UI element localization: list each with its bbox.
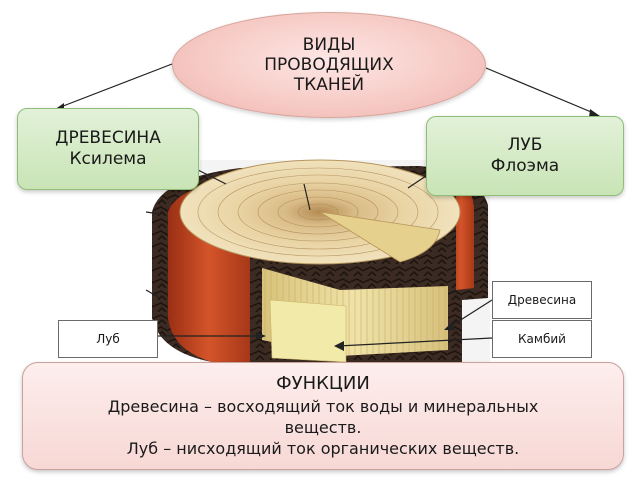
phloem-title: ЛУБ xyxy=(507,135,543,155)
functions-line-1: Древесина – восходящий ток воды и минера… xyxy=(107,397,539,416)
phloem-layer-right xyxy=(448,176,474,290)
kambiy-label: Камбий xyxy=(492,320,592,358)
phloem-box: ЛУБ Флоэма xyxy=(426,116,624,196)
title-line-3: ТКАНЕЙ xyxy=(293,75,365,95)
xylem-subtitle: Ксилема xyxy=(69,149,147,169)
title-ellipse: ВИДЫ ПРОВОДЯЩИХ ТКАНЕЙ xyxy=(172,12,486,118)
sapwood-layer xyxy=(269,299,347,363)
title-line-2: ПРОВОДЯЩИХ xyxy=(264,55,394,75)
pointer-lines xyxy=(57,63,597,347)
lub-label: Луб xyxy=(58,320,158,358)
xylem-title: ДРЕВЕСИНА xyxy=(55,128,161,148)
drevesina-label: Древесина xyxy=(492,281,592,319)
phloem-subtitle: Флоэма xyxy=(490,156,560,176)
drevesina-label-text: Древесина xyxy=(507,293,577,307)
functions-title: ФУНКЦИИ xyxy=(276,373,370,394)
title-line-1: ВИДЫ xyxy=(302,35,356,55)
functions-line-2: веществ. xyxy=(284,418,362,437)
functions-box: ФУНКЦИИ Древесина – восходящий ток воды … xyxy=(22,362,624,470)
functions-line-3: Луб – нисходящий ток органических вещест… xyxy=(126,439,520,458)
xylem-box: ДРЕВЕСИНА Ксилема xyxy=(17,108,199,190)
